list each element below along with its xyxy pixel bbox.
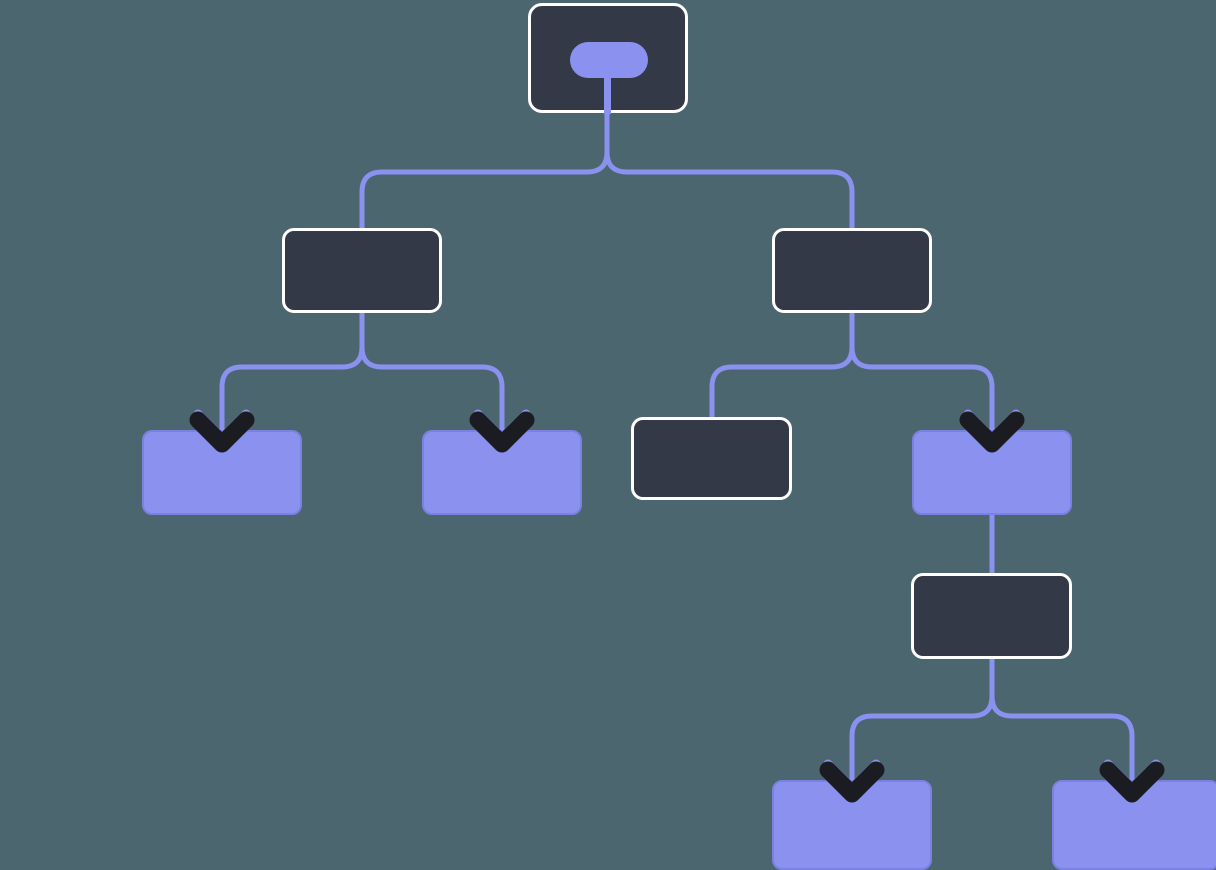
root-node-pill-stem: [604, 72, 611, 114]
tree-node-n7[interactable]: [911, 573, 1072, 659]
tree-node-n4[interactable]: [422, 430, 582, 515]
tree-node-n9[interactable]: [1052, 780, 1216, 870]
tree-node-n1[interactable]: [282, 228, 442, 313]
tree-node-n8[interactable]: [772, 780, 932, 870]
tree-node-n2[interactable]: [772, 228, 932, 313]
tree-node-n5[interactable]: [631, 417, 792, 500]
tree-node-n6[interactable]: [912, 430, 1072, 515]
tree-node-n3[interactable]: [142, 430, 302, 515]
